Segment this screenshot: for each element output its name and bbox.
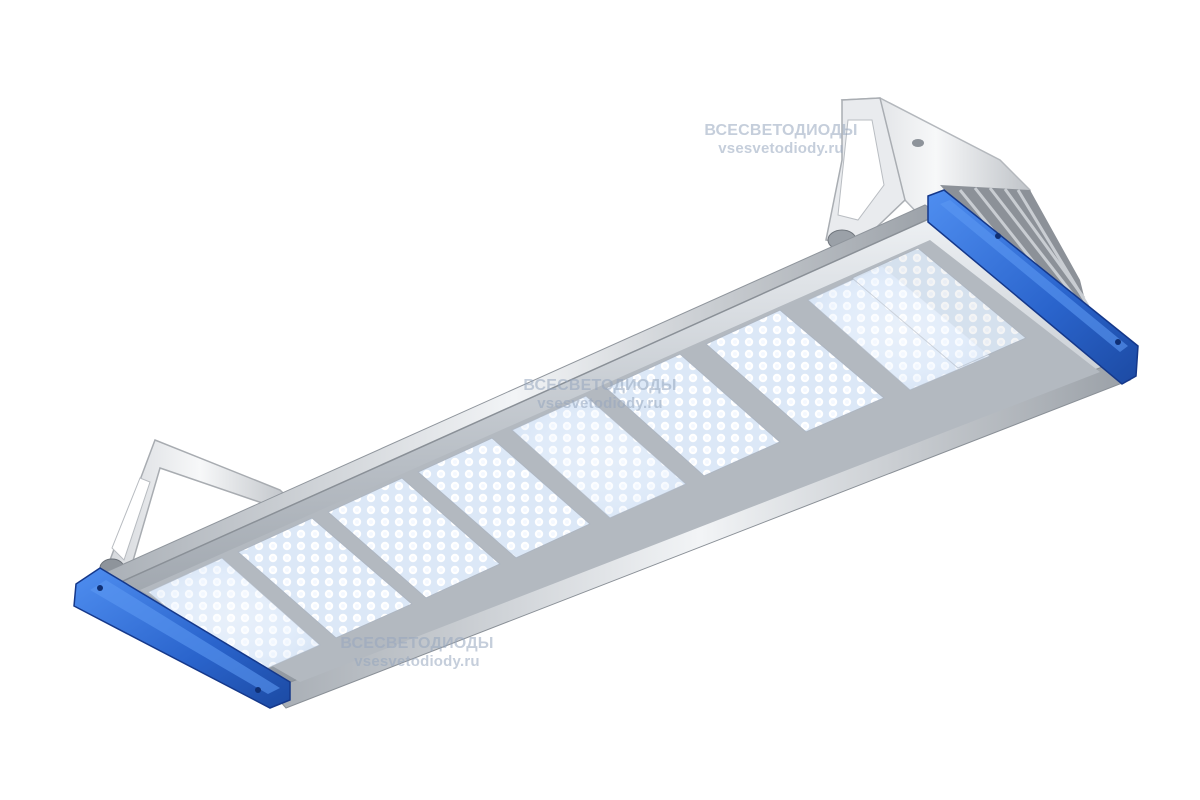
- led-module: [327, 477, 501, 599]
- led-module: [417, 437, 591, 559]
- led-module: [237, 517, 413, 639]
- end-cap-right: [927, 189, 1139, 385]
- led-modules: [147, 247, 1027, 677]
- led-module: [705, 309, 885, 433]
- end-cap-left: [73, 567, 291, 709]
- led-module: [605, 353, 781, 477]
